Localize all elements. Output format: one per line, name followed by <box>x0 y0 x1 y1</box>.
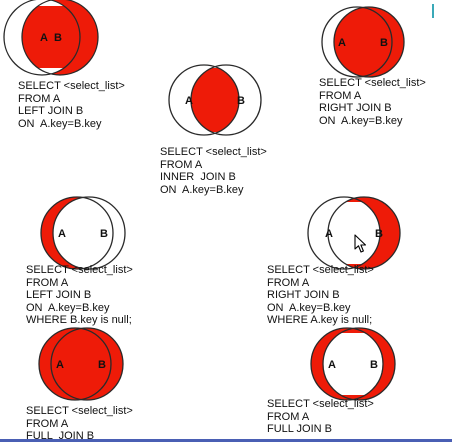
sql-line: SELECT <select_list> <box>26 264 133 276</box>
overlap-region <box>334 10 392 74</box>
circle-b-outline <box>327 196 401 270</box>
circle-b-label: B <box>54 32 62 44</box>
circle-a-outline <box>321 6 393 78</box>
circle-a-outline <box>40 196 114 270</box>
sql-line: FROM A <box>26 417 69 430</box>
sql-line: WHERE A.key is null; <box>267 314 373 327</box>
sql-line: FROM A <box>267 276 310 289</box>
sql-line: WHERE B.key is null; <box>26 314 132 327</box>
sql-line: SELECT <select_list> <box>160 146 267 158</box>
sql-line: FROM A <box>18 92 61 105</box>
circle-a-label: A <box>58 228 66 240</box>
circle-a-outline <box>21 0 99 76</box>
sql-line: ON A.key=B.key <box>26 301 110 314</box>
circle-a-label: A <box>338 37 346 49</box>
sql-line: SELECT <select_list> <box>267 398 374 410</box>
circle-a-label: A <box>40 32 48 44</box>
circle-a-outline <box>310 327 384 401</box>
sql-line: FROM A <box>160 158 203 171</box>
mouse-cursor-icon <box>354 234 367 253</box>
sql-line: RIGHT JOIN B <box>267 289 340 302</box>
circle-a-outline <box>38 327 112 401</box>
corner-bracket-mark <box>432 4 442 18</box>
sql-line: FROM A <box>267 410 310 423</box>
circle-a-label: A <box>56 359 64 371</box>
circle-b-outline <box>333 6 405 78</box>
circle-b-outline <box>50 327 124 401</box>
circle-b-outline <box>322 327 396 401</box>
sql-line: SELECT <select_list> <box>26 405 133 417</box>
circle-b-outline <box>190 64 262 136</box>
circle-a-label: A <box>185 95 193 107</box>
overlap-region <box>22 6 80 68</box>
sql-line: SELECT <select_list> <box>319 77 426 89</box>
circle-b-label: B <box>370 359 378 371</box>
circle-b-label: B <box>100 228 108 240</box>
sql-line: ON A.key=B.key <box>267 301 351 314</box>
sql-line: ON A.key=B.key <box>160 183 244 196</box>
circle-a-outline <box>168 64 240 136</box>
circle-a-label: A <box>328 359 336 371</box>
sql-line: SELECT <select_list> <box>267 264 374 276</box>
sql-line: LEFT JOIN B <box>18 105 84 118</box>
circle-b-outline <box>52 196 126 270</box>
overlap-region <box>328 202 380 264</box>
circle-b-label: B <box>380 37 388 49</box>
circle-b-outline <box>3 0 81 76</box>
overlap-region <box>53 202 113 264</box>
overlap-region <box>323 333 383 395</box>
sql-line: LEFT JOIN B <box>26 289 92 302</box>
circle-b-label: B <box>237 95 245 107</box>
circle-a-label: A <box>325 228 333 240</box>
overlap-region <box>51 333 111 395</box>
sql-line: ON A.key=B.key <box>18 117 102 130</box>
circle-a-outline <box>307 196 381 270</box>
circle-b-label: B <box>98 359 106 371</box>
sql-line: SELECT <select_list> <box>18 80 125 92</box>
sql-line: FULL JOIN B <box>267 423 332 436</box>
sql-line: ON A.key=B.key <box>319 114 403 127</box>
sql-line: RIGHT JOIN B <box>319 102 392 115</box>
sql-line: FROM A <box>319 89 362 102</box>
sql-line: FROM A <box>26 276 69 289</box>
bottom-edge-bar <box>0 439 452 442</box>
circle-b-label: B <box>375 228 383 240</box>
sql-line: INNER JOIN B <box>160 171 236 184</box>
